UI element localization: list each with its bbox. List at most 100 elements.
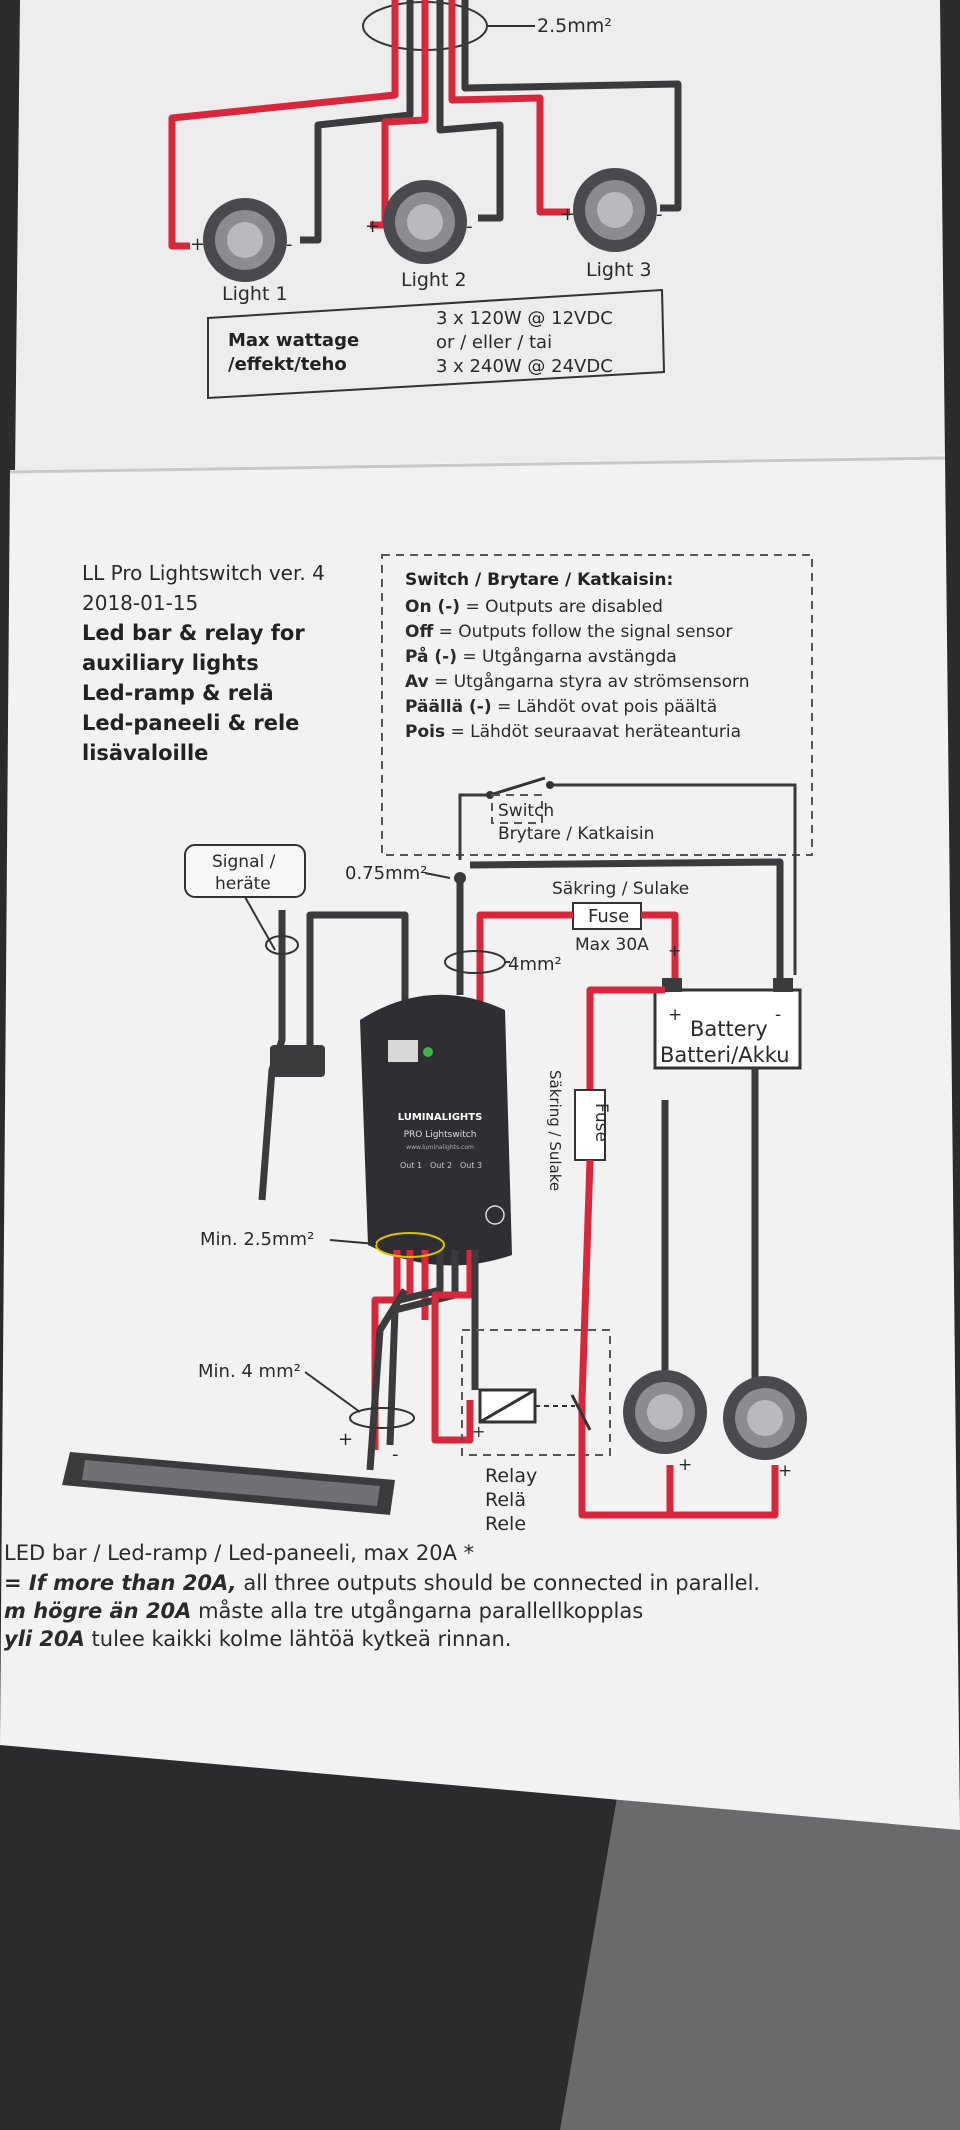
- switch-left-lead: [458, 793, 490, 860]
- controller-model: PRO Lightswitch: [404, 1130, 477, 1140]
- controller-out-3: Out 3: [460, 1161, 482, 1170]
- signal-connector: [270, 1045, 325, 1077]
- controller-out-1: Out 1: [400, 1161, 422, 1170]
- relay-label-1: Relay: [485, 1465, 537, 1487]
- max-wattage-label-1: Max wattage: [228, 330, 359, 351]
- max-wattage-label-2: /effekt/teho: [228, 354, 347, 375]
- footer-notes: LED bar / Led-ramp / Led-paneeli, max 20…: [4, 1541, 760, 1651]
- paper-top-panel: [15, 0, 945, 475]
- fuse-top-label: Fuse: [588, 906, 629, 927]
- fuse-vertical-title: Säkring / Sulake: [546, 1070, 564, 1191]
- title-line-2: auxiliary lights: [82, 651, 259, 675]
- min-25-label: Min. 2.5mm²: [200, 1229, 314, 1250]
- battery-wire-plus: +: [668, 941, 681, 960]
- light2-red-wire: [370, 0, 429, 229]
- signal-label-2: heräte: [215, 874, 271, 894]
- switch-line-6: Pois = Lähdöt seuraavat heräteanturia: [405, 722, 741, 742]
- ground-bus-wire: [399, 1250, 444, 1304]
- switch-box-border: [381, 554, 813, 856]
- wire-075-label: 0.75mm²: [345, 863, 427, 884]
- max-wattage-box: Max wattage /effekt/teho 3 x 120W @ 12VD…: [207, 288, 666, 400]
- relay-box: [461, 1329, 611, 1456]
- fabric-background: [560, 1780, 960, 2130]
- signal-label-1: Signal /: [212, 852, 276, 872]
- aux-light-2: +: [723, 1376, 807, 1481]
- ground-to-bar-wire: [386, 1250, 459, 1446]
- document-header: LL Pro Lightswitch ver. 4 2018-01-15 Led…: [82, 561, 325, 765]
- switch-lever: [489, 776, 546, 797]
- title-line-5: lisävaloille: [82, 741, 208, 765]
- light-3: + - Light 3: [560, 168, 663, 281]
- ledbar-neg-wire: [366, 1288, 408, 1471]
- light-1-plus: +: [190, 234, 205, 255]
- max-wattage-12v: 3 x 120W @ 12VDC: [436, 308, 613, 329]
- note-en: = If more than 20A, all three outputs sh…: [4, 1571, 760, 1595]
- toggle-switch: Switch Brytare / Katkaisin: [458, 776, 797, 975]
- controller-brand: LUMINALIGHTS: [398, 1112, 483, 1123]
- light1-dark-wire: [300, 0, 414, 244]
- date-text: 2018-01-15: [82, 591, 198, 615]
- aux-light-2-plus: +: [778, 1461, 792, 1481]
- battery-plus: +: [668, 1005, 682, 1025]
- light-2-label: Light 2: [401, 269, 467, 291]
- switch-sublabel: Brytare / Katkaisin: [498, 824, 654, 844]
- ledbar-plus: +: [338, 1429, 353, 1450]
- light-3-plus: +: [560, 204, 575, 225]
- switch-line-4: Av = Utgångarna styra av strömsensorn: [405, 671, 749, 692]
- light-2-minus: -: [466, 216, 473, 237]
- battery-minus: -: [775, 1005, 781, 1025]
- signal-leader: [244, 896, 276, 951]
- aux-lights-feed-wire: [578, 1430, 779, 1519]
- ledbar-caption: LED bar / Led-ramp / Led-paneeli, max 20…: [4, 1541, 474, 1565]
- paper-fold-line: [9, 456, 946, 474]
- light-2-plus: +: [365, 216, 380, 237]
- light-1: + - Light 1: [190, 198, 293, 305]
- main-wiring-diagram: Switch Brytare / Katkaisin Signal / herä…: [62, 776, 807, 1535]
- battery-body: [653, 988, 802, 1070]
- switch-right-lead: [550, 783, 797, 975]
- aux-light-1-plus: +: [678, 1455, 692, 1475]
- switch-heading: Switch / Brytare / Katkaisin:: [405, 570, 673, 590]
- switch-ground-wire: [469, 858, 784, 960]
- battery-label-1: Battery: [690, 1017, 768, 1041]
- fuse-top-max: Max 30A: [575, 935, 649, 955]
- switch-label-box: [491, 794, 543, 824]
- wire-4-label: 4mm²: [508, 954, 562, 975]
- max-wattage-or: or / eller / tai: [436, 332, 552, 353]
- top-wire-size: 2.5mm²: [537, 15, 612, 37]
- controller-body: [360, 994, 512, 1266]
- aux-light-1: +: [623, 1370, 707, 1475]
- light-1-minus: -: [286, 234, 293, 255]
- light3-red-wire: [448, 0, 570, 216]
- ledbar-minus: -: [392, 1444, 399, 1465]
- relay-plus: +: [472, 1422, 485, 1441]
- signal-feed-wire: [306, 911, 409, 1050]
- light1-red-wire: [168, 0, 399, 250]
- switch-line-2: Off = Outputs follow the signal sensor: [405, 622, 732, 642]
- relay-label-3: Rele: [485, 1513, 526, 1535]
- fuse-to-battery-wire: [641, 911, 679, 990]
- fuse-vertical-label: Fuse: [591, 1103, 611, 1142]
- led-bar: [62, 1452, 395, 1515]
- max-wattage-24v: 3 x 240W @ 24VDC: [436, 356, 613, 377]
- title-line-3: Led-ramp & relä: [82, 681, 274, 705]
- min-4-label: Min. 4 mm²: [198, 1361, 301, 1382]
- version-text: LL Pro Lightswitch ver. 4: [82, 561, 325, 585]
- top-wiring-diagram: 2.5mm² + - Light 1 + - Light 2 +: [168, 0, 682, 400]
- light-3-label: Light 3: [586, 259, 652, 281]
- light-2: + - Light 2: [365, 180, 473, 291]
- switch-line-3: På (-) = Utgångarna avstängda: [405, 645, 677, 667]
- battery-to-relay-fuse-wire: [586, 986, 665, 1090]
- relay-label-2: Relä: [485, 1489, 526, 1511]
- switch-info-box: Switch / Brytare / Katkaisin: On (-) = O…: [381, 554, 813, 856]
- light-1-label: Light 1: [222, 283, 288, 305]
- note-fi: yli 20A tulee kaikki kolme lähtöä kytkeä…: [4, 1627, 511, 1651]
- power-in-wire: [476, 911, 573, 1010]
- note-sv: m högre än 20A måste alla tre utgångarna…: [4, 1598, 643, 1623]
- battery: + - Battery Batteri/Akku: [653, 978, 802, 1070]
- switch-line-5: Päällä (-) = Lähdöt ovat pois päältä: [405, 697, 717, 717]
- title-line-1: Led bar & relay for: [82, 621, 305, 645]
- battery-label-2: Batteri/Akku: [660, 1043, 790, 1067]
- light3-dark-wire: [461, 0, 682, 212]
- output-ring: [375, 1232, 445, 1258]
